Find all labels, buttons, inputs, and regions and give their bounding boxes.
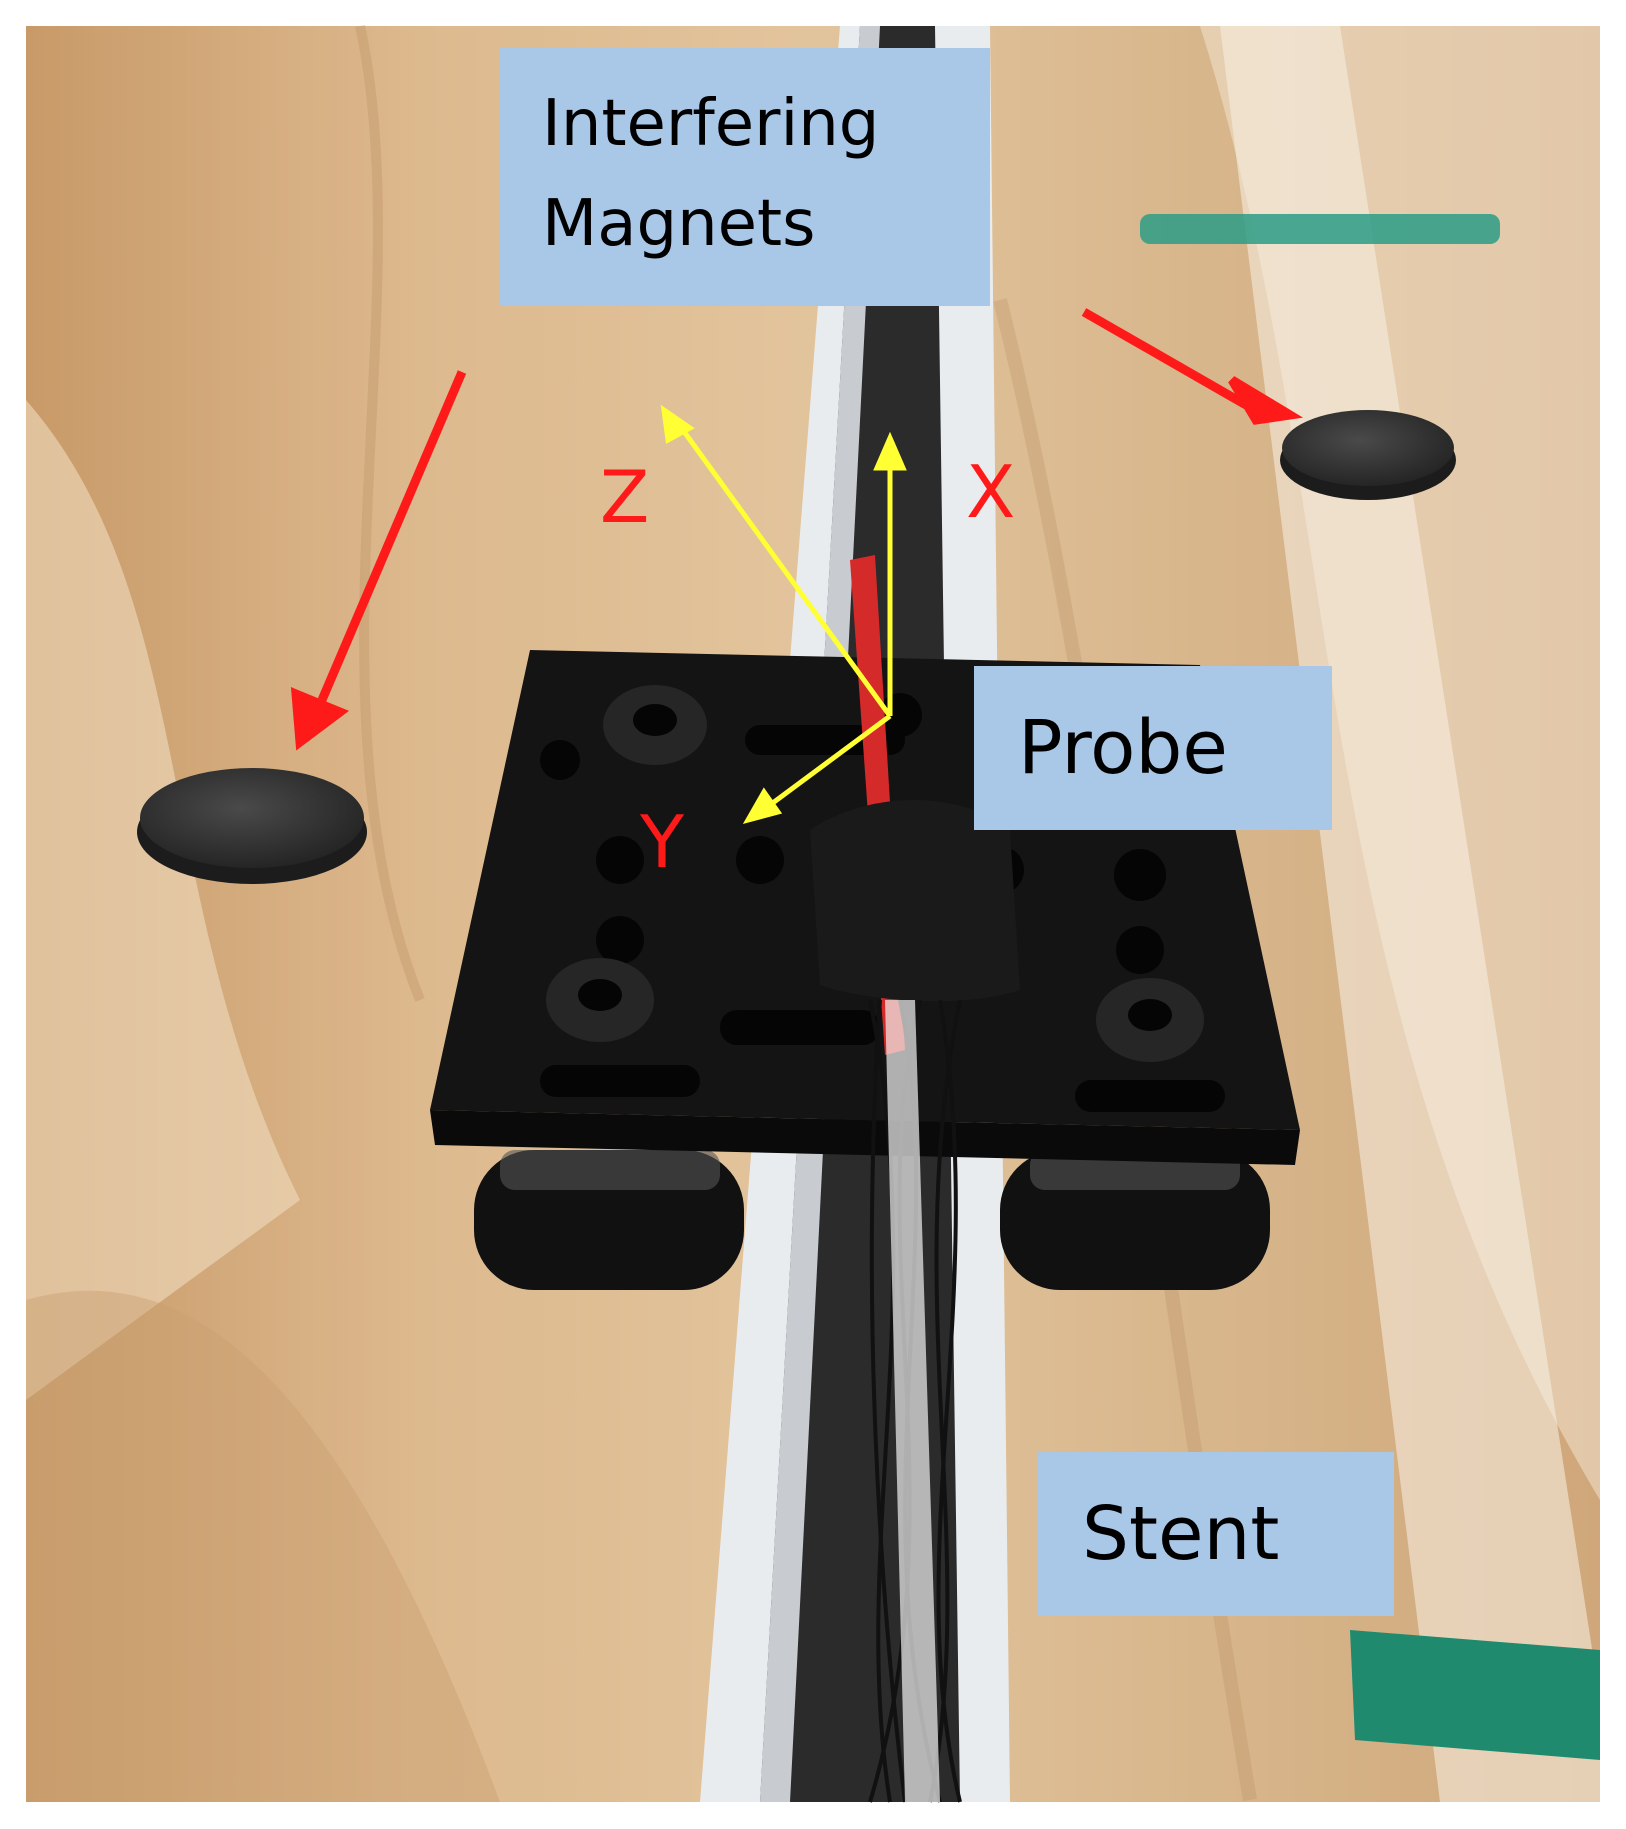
axis-label-x: X <box>966 450 1016 534</box>
callout-line-2: Magnets <box>542 187 816 261</box>
probe-callout: Probe <box>974 666 1332 830</box>
axis-label-z: Z <box>600 455 650 539</box>
photo-area <box>26 24 1600 1803</box>
stent-label: Stent <box>1082 1491 1280 1577</box>
axis-label-y: Y <box>640 800 684 884</box>
probe-label: Probe <box>1018 705 1228 791</box>
stent-callout: Stent <box>1038 1452 1394 1616</box>
interfering-magnets-callout: Interfering Magnets <box>500 48 990 306</box>
callout-line-1: Interfering <box>542 87 880 161</box>
